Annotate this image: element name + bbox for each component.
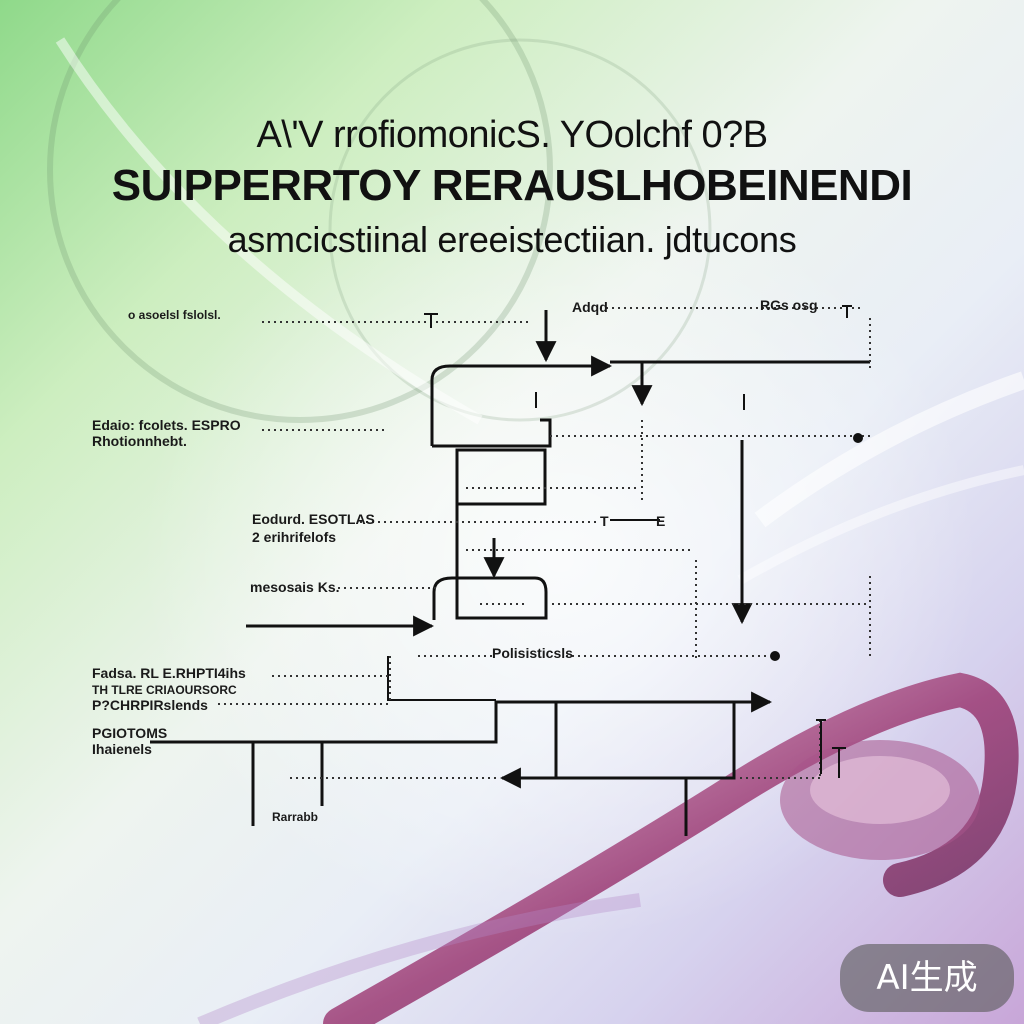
process-box	[430, 355, 613, 446]
connector-line	[499, 702, 736, 789]
label-pchrpir: P?CHRPIRslends	[92, 697, 208, 713]
connector-line	[630, 360, 653, 407]
connector-line	[150, 691, 773, 744]
tick-mark	[816, 719, 826, 774]
node-label-e: E	[656, 513, 666, 529]
subtitle: asmcicstiinal ereeistectiian. jdtucons	[227, 219, 797, 260]
node-label-rgs: RGs osg	[760, 297, 818, 313]
decor-curve	[197, 893, 641, 1024]
process-box	[432, 504, 548, 620]
label-rarrabb: Rarrabb	[272, 810, 319, 824]
label-top-left: o asoelsl fslolsl.	[128, 308, 221, 322]
label-th-tlre: TH TLRE CRIAOURSORC	[92, 683, 237, 697]
process-box	[432, 418, 552, 448]
decor-circle	[328, 38, 712, 422]
label-erihrifelofs: 2 erihrifelofs	[252, 529, 337, 545]
tick-mark	[842, 305, 852, 318]
tick-mark	[424, 313, 438, 328]
node-dot	[770, 651, 780, 661]
node-dot	[853, 433, 863, 443]
label-eodurd: Eodurd. ESOTLAS	[252, 511, 375, 527]
label-edaio: Edaio: fcolets. ESPRO	[92, 417, 241, 433]
page-title: SUIPPERRTOY RERAUSLHOBEINENDI	[111, 161, 913, 210]
label-fadsa: Fadsa. RL E.RHPTI4ihs	[92, 665, 246, 681]
decor-circle	[47, 0, 553, 423]
label-ihaienels: Ihaienels	[92, 741, 152, 757]
node-label-polisisticsls: Polisisticsls	[492, 645, 573, 661]
decor-curve	[55, 37, 483, 425]
process-box	[455, 448, 547, 506]
node-label-t: T	[600, 513, 609, 529]
node-label-adqd: Adqd	[572, 299, 608, 315]
label-pgiotoms: PGIOTOMS	[92, 725, 168, 741]
stethoscope-icon	[323, 672, 1019, 1024]
decor-streak	[737, 465, 1024, 585]
connector-line	[387, 656, 496, 701]
title-block: A\'V rrofiomonicS. YOolchf 0?B SUIPPERRT…	[0, 112, 1024, 266]
label-rhotion: Rhotionnhebt.	[92, 433, 187, 449]
tick-mark	[832, 747, 846, 778]
title-line-1: A\'V rrofiomonicS. YOolchf 0?B	[256, 114, 768, 156]
label-mesosais: mesosais Ks.	[250, 579, 340, 595]
decor-streak	[754, 371, 1024, 528]
ai-generated-badge: AI生成	[840, 944, 1014, 1012]
